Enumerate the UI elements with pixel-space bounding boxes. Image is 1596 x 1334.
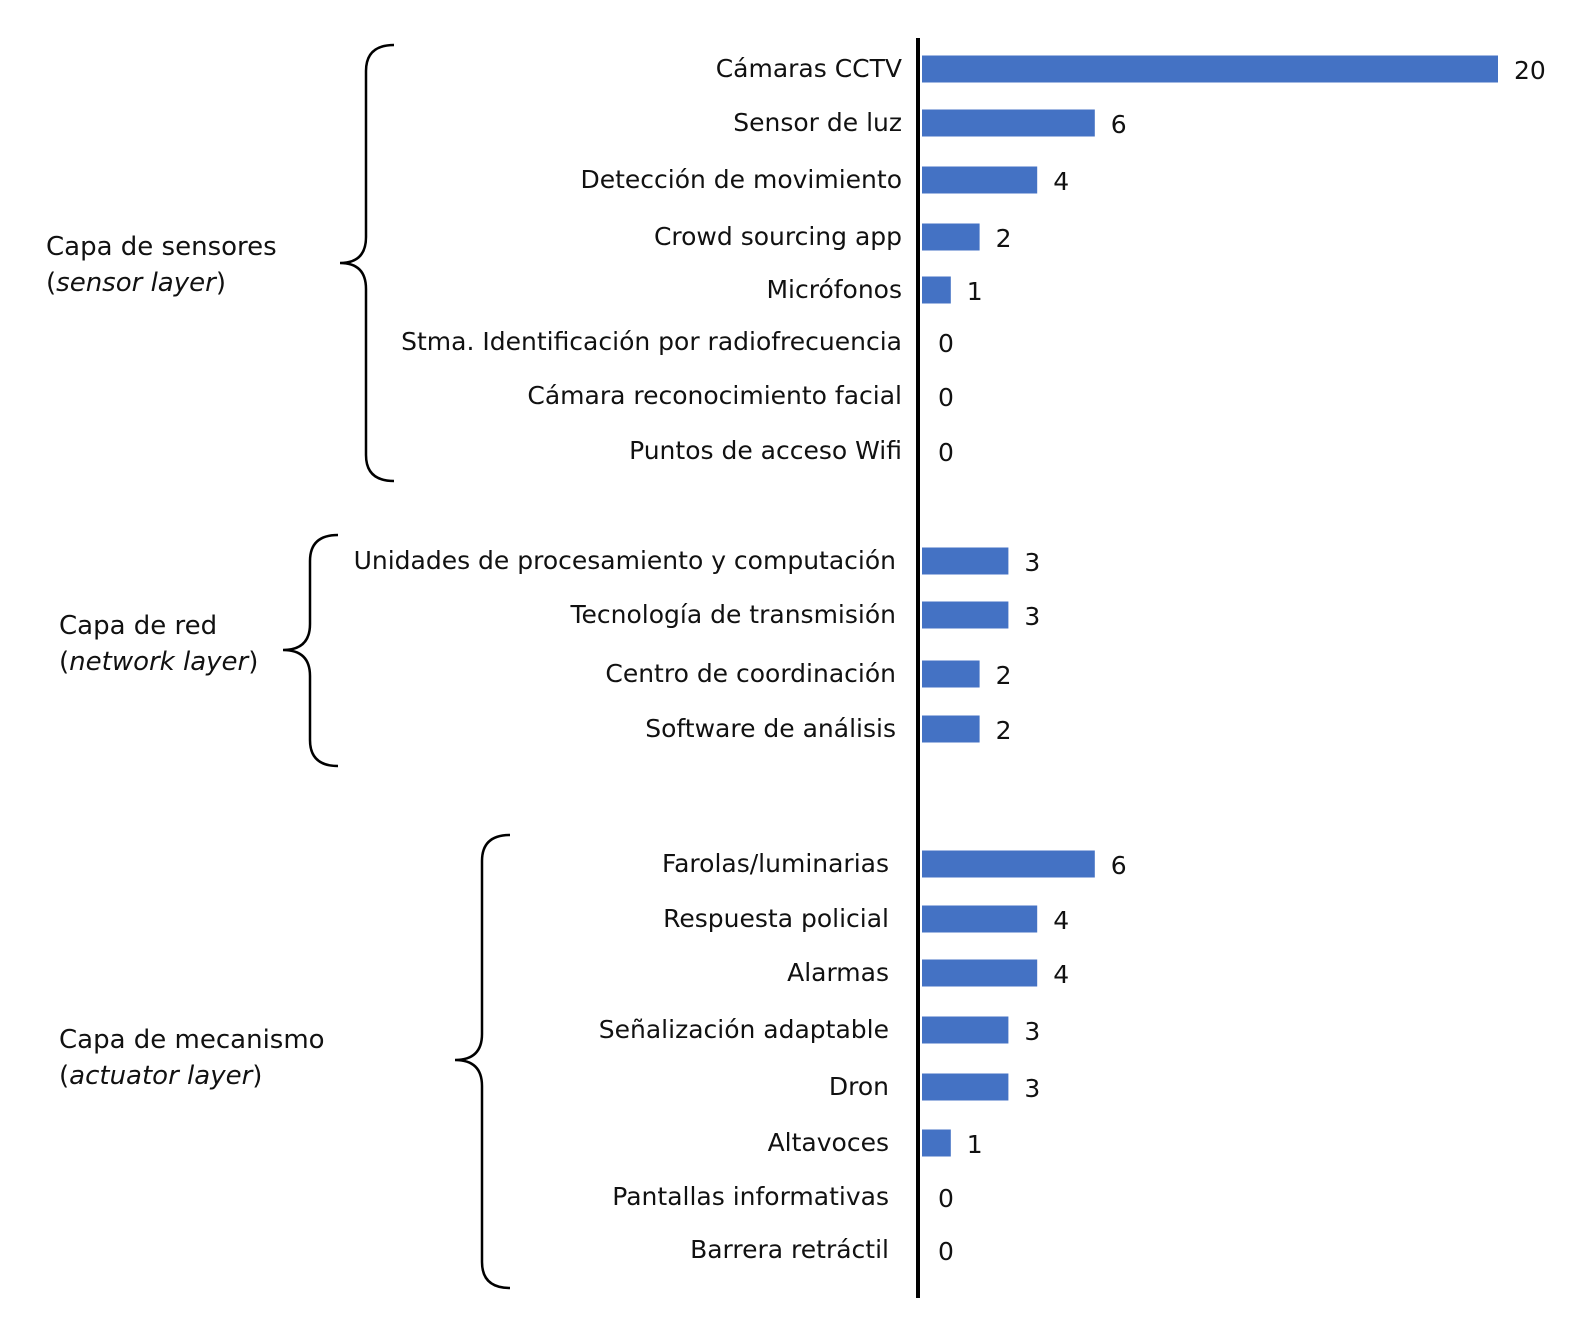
category-label-stma-identificacion-por-radiofrecuencia: Stma. Identificación por radiofrecuencia: [401, 327, 902, 356]
value-label-software-de-analisis: 2: [996, 716, 1012, 745]
bar-software-de-analisis: [922, 715, 980, 743]
category-label-barrera-retractil: Barrera retráctil: [690, 1235, 889, 1264]
category-label-camaras-cctv: Cámaras CCTV: [716, 54, 902, 83]
value-label-barrera-retractil: 0: [938, 1237, 954, 1266]
group-label-capa-de-red: Capa de red: [59, 611, 217, 641]
bar-farolas-luminarias: [922, 850, 1095, 878]
value-label-camara-reconocimiento-facial: 0: [938, 383, 954, 412]
category-label-sensor-de-luz: Sensor de luz: [733, 108, 902, 137]
value-label-alarmas: 4: [1053, 960, 1069, 989]
value-label-sensor-de-luz: 6: [1111, 110, 1127, 139]
bar-dron: [922, 1073, 1009, 1101]
value-label-farolas-luminarias: 6: [1111, 851, 1127, 880]
value-label-dron: 3: [1024, 1074, 1040, 1103]
group-sublabel-capa-de-sensores: (sensor layer): [46, 268, 226, 298]
group-sublabel-capa-de-mecanismo: (actuator layer): [59, 1061, 262, 1091]
bar-senalizacion-adaptable: [922, 1016, 1009, 1044]
bar-centro-de-coordinacion: [922, 660, 980, 688]
category-label-unidades-de-procesamiento-y-computacion: Unidades de procesamiento y computación: [354, 546, 896, 575]
bar-altavoces: [922, 1129, 951, 1157]
category-label-camara-reconocimiento-facial: Cámara reconocimiento facial: [527, 381, 902, 410]
category-label-deteccion-de-movimiento: Detección de movimiento: [580, 165, 902, 194]
category-label-senalizacion-adaptable: Señalización adaptable: [599, 1015, 889, 1044]
value-label-pantallas-informativas: 0: [938, 1184, 954, 1213]
bar-alarmas: [922, 959, 1038, 987]
value-label-tecnologia-de-transmision: 3: [1024, 602, 1040, 631]
value-label-unidades-de-procesamiento-y-computacion: 3: [1024, 548, 1040, 577]
category-label-pantallas-informativas: Pantallas informativas: [612, 1182, 889, 1211]
group-sublabel-capa-de-red: (network layer): [59, 647, 258, 677]
value-label-puntos-de-acceso-wifi: 0: [938, 438, 954, 467]
value-label-microfonos: 1: [967, 277, 983, 306]
bar-microfonos: [922, 276, 951, 304]
category-label-centro-de-coordinacion: Centro de coordinación: [605, 659, 896, 688]
value-label-camaras-cctv: 20: [1514, 56, 1546, 85]
bar-crowd-sourcing-app: [922, 223, 980, 251]
value-label-stma-identificacion-por-radiofrecuencia: 0: [938, 329, 954, 358]
group-brace-capa-de-sensores: [339, 43, 395, 483]
bar-sensor-de-luz: [922, 109, 1095, 137]
value-label-deteccion-de-movimiento: 4: [1053, 167, 1069, 196]
category-label-puntos-de-acceso-wifi: Puntos de acceso Wifi: [629, 436, 902, 465]
category-label-software-de-analisis: Software de análisis: [645, 714, 896, 743]
bar-camaras-cctv: [922, 55, 1498, 83]
bar-unidades-de-procesamiento-y-computacion: [922, 547, 1009, 575]
group-label-capa-de-sensores: Capa de sensores: [46, 232, 277, 262]
bar-respuesta-policial: [922, 905, 1038, 933]
bar-tecnologia-de-transmision: [922, 601, 1009, 629]
group-brace-capa-de-red: [282, 533, 339, 768]
category-label-tecnologia-de-transmision: Tecnología de transmisión: [570, 600, 897, 629]
category-label-farolas-luminarias: Farolas/luminarias: [662, 849, 889, 878]
value-label-centro-de-coordinacion: 2: [996, 661, 1012, 690]
value-label-respuesta-policial: 4: [1053, 906, 1069, 935]
category-label-microfonos: Micrófonos: [766, 275, 902, 304]
category-label-respuesta-policial: Respuesta policial: [663, 904, 889, 933]
group-label-capa-de-mecanismo: Capa de mecanismo: [59, 1025, 325, 1055]
category-label-altavoces: Altavoces: [768, 1128, 889, 1157]
category-label-alarmas: Alarmas: [787, 958, 889, 987]
value-label-altavoces: 1: [967, 1130, 983, 1159]
category-label-dron: Dron: [829, 1072, 889, 1101]
value-label-senalizacion-adaptable: 3: [1024, 1017, 1040, 1046]
bar-deteccion-de-movimiento: [922, 166, 1038, 194]
group-brace-capa-de-mecanismo: [454, 833, 511, 1290]
value-label-crowd-sourcing-app: 2: [996, 224, 1012, 253]
category-label-crowd-sourcing-app: Crowd sourcing app: [654, 222, 902, 251]
